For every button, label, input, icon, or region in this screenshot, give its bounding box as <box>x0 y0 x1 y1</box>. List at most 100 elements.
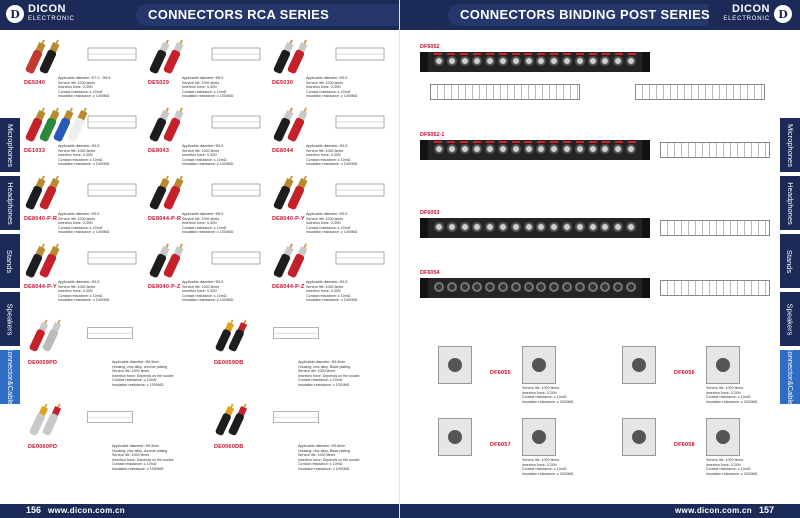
wall-plate-photo <box>706 346 740 384</box>
plate-code: DF6058 <box>674 442 695 448</box>
xlr-jack-icon <box>613 222 624 232</box>
panel-ear <box>420 218 428 238</box>
spec-line: Insertion force: 3-30N <box>306 85 341 90</box>
product-code: DE5030 <box>272 80 294 86</box>
xlr-jack-icon <box>600 222 611 232</box>
xlr-jack-icon <box>625 282 636 292</box>
xlr-jack-icon <box>497 282 508 292</box>
tab-stands[interactable]: Stands <box>0 234 20 288</box>
spec-line: Applicable diameter: Φ6.5 <box>182 144 224 148</box>
patch-panel-item[interactable]: DF6052 <box>420 44 780 100</box>
spec-line: Insertion force: 3-20N <box>522 462 557 467</box>
tab-connector-cables[interactable]: Connector&Cables <box>780 350 800 404</box>
product-code: DE0059DB <box>214 360 244 366</box>
spec-line: Applicable diameter: Φ6.5 <box>58 280 100 284</box>
product-code: DE8040-P-R <box>24 216 58 222</box>
patch-panel-item[interactable]: DF6054 <box>420 270 780 298</box>
wall-plate-drawing <box>622 418 656 456</box>
tab-headphones[interactable]: Headphones <box>0 176 20 230</box>
panel-drawing <box>660 280 770 296</box>
socket-icon <box>448 430 462 444</box>
tab-headphones[interactable]: Headphones <box>780 176 800 230</box>
spec-line: Contact resistance: ≤ 10mΩ <box>306 157 351 162</box>
spec-line: Contact resistance: ≤ 10mΩ <box>298 378 343 383</box>
xlr-jack-icon <box>613 144 624 154</box>
xlr-jack-icon <box>587 144 598 154</box>
jack-row <box>434 56 636 68</box>
patch-panel-photo <box>420 52 650 72</box>
right-website[interactable]: www.dicon.com.cn <box>675 506 752 515</box>
tab-microphones[interactable]: Microphones <box>0 118 20 172</box>
patch-panel-item[interactable]: DF6052-1 <box>420 132 780 160</box>
spec-line: Contact resistance: ≤ 10mΩ <box>298 462 343 467</box>
xlr-jack-icon <box>536 56 547 66</box>
spec-line: Insulation resistance: ≥ 1000MΩ <box>298 382 350 387</box>
xlr-jack-icon <box>510 144 521 154</box>
spec-line: Service life: 1000 times <box>58 284 96 289</box>
spec-line: Insulation resistance: ≥ 1000MΩ <box>182 94 234 99</box>
spec-line: Housing: zinc alloy, Black plating <box>298 448 351 453</box>
jack-row <box>434 222 636 234</box>
spec-line: Contact resistance: ≤ 10mΩ <box>306 89 351 94</box>
spec-line: Housing: zinc alloy, chrome plating <box>112 448 168 453</box>
left-website[interactable]: www.dicon.com.cn <box>48 506 125 515</box>
connector-photo <box>272 104 390 144</box>
xlr-jack-icon <box>434 56 444 66</box>
spec-line: Contact resistance: ≤ 10mΩ <box>58 225 103 230</box>
xlr-jack-icon <box>523 222 534 232</box>
socket-icon <box>632 430 646 444</box>
spec-line: Applicable diameter: Φ6.5 <box>182 76 224 80</box>
spec-line: Insertion force: 3-20N <box>706 462 741 467</box>
tab-label: Connector&Cables <box>785 350 795 404</box>
patch-panel-item[interactable]: DF6053 <box>420 210 780 238</box>
spec-line: Service life: 1000 times <box>306 284 344 289</box>
xlr-jack-icon <box>549 222 560 232</box>
spec-line: Applicable diameter: Φ7.0 - Φ6.5 <box>58 76 111 80</box>
xlr-jack-icon <box>510 222 521 232</box>
spec-line: Insulation resistance: ≥ 1000MΩ <box>298 466 350 471</box>
tab-stands[interactable]: Stands <box>780 234 800 288</box>
tab-speakers[interactable]: Speakers <box>0 292 20 346</box>
spec-line: Insertion force: 3-30N <box>58 289 93 294</box>
tab-speakers[interactable]: Speakers <box>780 292 800 346</box>
xlr-jack-icon <box>472 222 483 232</box>
xlr-jack-icon <box>613 56 624 66</box>
patch-panel-photo <box>420 218 650 238</box>
tab-microphones[interactable]: Microphones <box>780 118 800 172</box>
spec-line: Insulation resistance: ≥ 1000MΩ <box>182 298 234 303</box>
tab-label: Headphones <box>785 181 795 225</box>
spec-line: Applicable diameter: Φ6.5mm <box>112 360 160 364</box>
socket-icon <box>448 358 462 372</box>
tab-connector-cables[interactable]: Connector&Cables <box>0 350 20 404</box>
xlr-jack-icon <box>459 282 470 292</box>
xlr-jack-icon <box>497 144 508 154</box>
spec-line: Insulation resistance: ≥ 1000MΩ <box>58 94 110 99</box>
spec-line: Applicable diameter: Φ6.5 <box>182 212 224 216</box>
plate-code: DF6055 <box>490 370 511 376</box>
xlr-jack-icon <box>523 144 534 154</box>
